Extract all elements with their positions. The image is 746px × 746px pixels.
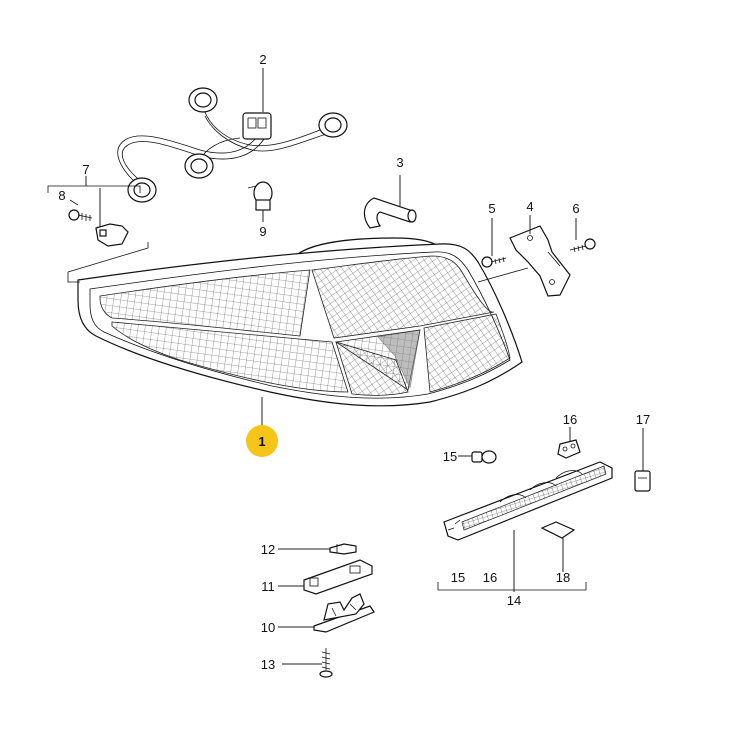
label-11: 11 [261,579,275,594]
clip-icon [95,223,129,247]
wiring-harness-icon [117,87,348,203]
license-plate-lamp-lens-11-icon [303,559,373,595]
label-9: 9 [259,224,266,239]
label-15b: 15 [451,570,465,585]
label-1: 1 [258,434,265,449]
bulb-icon [247,181,273,211]
label-7: 7 [82,162,89,177]
screw-icon [68,209,93,221]
label-15: 15 [443,449,457,464]
clip-17-icon [634,470,651,492]
label-16: 16 [563,412,577,427]
label-13: 13 [261,657,275,672]
license-plate-lamp-10-icon [313,593,375,633]
label-8: 8 [58,188,65,203]
bulb-15-icon [471,450,497,464]
screw-6-icon [569,238,596,253]
pad-18-icon [540,521,576,539]
festoon-bulb-12-icon [329,543,357,555]
screw-13-icon [319,648,333,678]
callout-1-highlight [246,425,278,457]
label-12: 12 [261,542,275,557]
label-2: 2 [259,52,266,67]
third-brake-light-icon [443,461,613,541]
label-16b: 16 [483,570,497,585]
label-14: 14 [507,593,521,608]
label-18: 18 [556,570,570,585]
label-5: 5 [488,201,495,216]
label-10: 10 [261,620,275,635]
label-3: 3 [396,155,403,170]
tail-lamp-icon[interactable] [77,237,523,407]
label-17: 17 [636,412,650,427]
hose-icon [363,197,417,229]
bracket-icon [509,225,571,297]
label-6: 6 [572,201,579,216]
callout-1[interactable]: 1 [246,425,278,457]
bulb-holder-16-icon [557,439,581,459]
label-4: 4 [526,199,533,214]
screw-5-icon [481,256,507,268]
